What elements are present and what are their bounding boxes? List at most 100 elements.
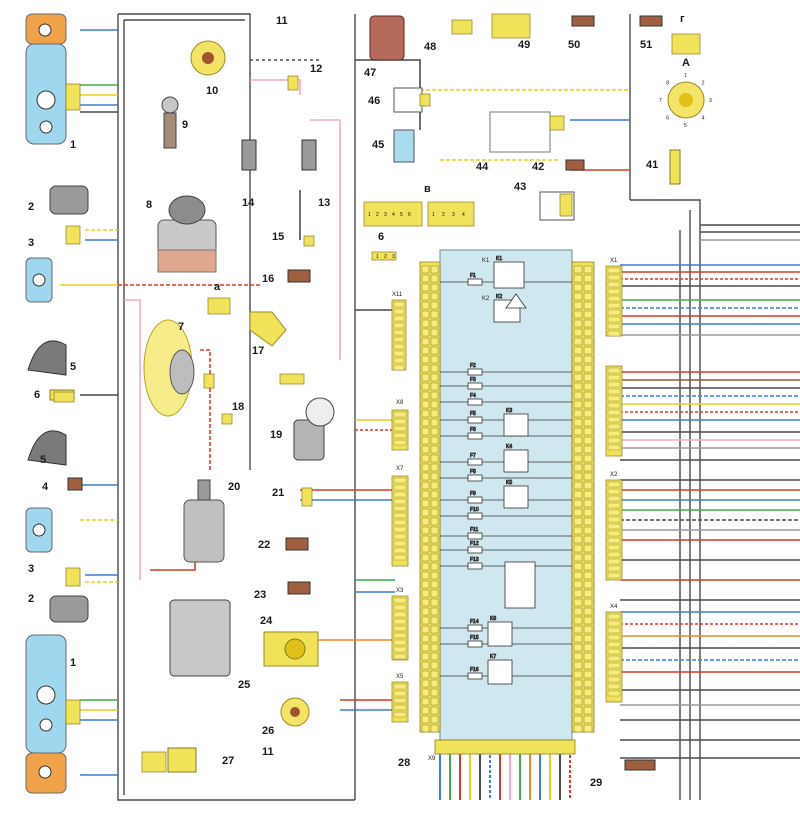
block-pin	[421, 697, 430, 706]
side-connector-pin	[393, 526, 407, 533]
block-pin	[430, 598, 439, 607]
ignition-switch-pin: 3	[709, 98, 712, 104]
side-connector-pin	[393, 704, 407, 711]
inset-v-right-pin: 1	[432, 212, 435, 218]
right-wire-bundle	[620, 224, 800, 759]
mounting-block-pin-grid	[421, 265, 593, 733]
fuse-label: F4	[470, 393, 476, 399]
block-pin	[421, 652, 430, 661]
block-pin	[421, 445, 430, 454]
block-pin	[583, 337, 593, 346]
fuse	[467, 672, 483, 680]
block-pin	[583, 283, 593, 292]
block-pin	[430, 418, 439, 427]
component-number-c7: 7	[178, 321, 184, 333]
switch-44	[489, 111, 551, 153]
fuse	[467, 474, 483, 482]
block-pin	[573, 364, 583, 373]
block-pin	[421, 472, 430, 481]
left-wires	[60, 29, 630, 776]
relay	[503, 485, 529, 509]
inset-v-right-pin: 4	[462, 212, 465, 218]
component-number-c11a: 11	[276, 15, 288, 27]
ignition-switch-pin: 7	[659, 98, 662, 104]
fuse	[467, 278, 483, 286]
heater-motor	[369, 15, 405, 61]
side-connector-pin	[607, 655, 621, 662]
block-pin	[421, 607, 430, 616]
block-pin	[583, 661, 593, 670]
block-pin	[421, 283, 430, 292]
block-pin	[583, 643, 593, 652]
block-pin	[583, 400, 593, 409]
fuse	[467, 562, 483, 570]
sensor-4	[67, 477, 83, 491]
side-connector-pin	[607, 316, 621, 323]
ignition-switch-pin: 1	[684, 73, 687, 79]
relay-label: K3	[506, 408, 512, 414]
inset-v-left-pin: 6	[408, 212, 411, 218]
block-pin	[583, 553, 593, 562]
component-number-c47: 47	[364, 67, 376, 79]
block-pin	[430, 715, 439, 724]
block-pin	[430, 706, 439, 715]
side-connector-pin	[607, 516, 621, 523]
block-pin	[573, 274, 583, 283]
small-connector	[65, 83, 81, 111]
block-pin	[421, 517, 430, 526]
block-pin	[430, 535, 439, 544]
block-pin	[421, 589, 430, 598]
block-pin	[430, 625, 439, 634]
side-connector-pin	[393, 653, 407, 660]
washer-pump-14	[241, 139, 257, 171]
block-pin	[583, 616, 593, 625]
block-pin	[583, 292, 593, 301]
block-pin	[573, 652, 583, 661]
component-number-c16: 16	[262, 273, 274, 285]
block-pin	[421, 553, 430, 562]
side-connector-pin	[607, 281, 621, 288]
block-pin	[583, 472, 593, 481]
block-pin	[421, 706, 430, 715]
ignition-switch-pin: 4	[702, 116, 705, 122]
side-connector-pin	[607, 530, 621, 537]
block-pin	[573, 463, 583, 472]
side-connector-pin	[393, 519, 407, 526]
relay-label: K5	[506, 480, 512, 486]
block-pin	[573, 517, 583, 526]
side-connector-pin	[607, 648, 621, 655]
block-pin	[573, 391, 583, 400]
connector-code-xk2: K2	[482, 296, 490, 302]
block-pin	[583, 535, 593, 544]
block-pin	[583, 679, 593, 688]
block-pin	[430, 265, 439, 274]
mounting-block: F1F2F3F4F5F6F7F8F9F10F11F12F13F14F15F16K…	[419, 249, 595, 741]
fuse-label: F9	[470, 491, 476, 497]
block-pin	[573, 445, 583, 454]
side-connector-pin	[607, 537, 621, 544]
block-pin	[583, 265, 593, 274]
block-pin	[421, 391, 430, 400]
ignition-switch-pin: 6	[666, 116, 669, 122]
block-pin	[573, 562, 583, 571]
block-pin	[430, 661, 439, 670]
relay	[503, 413, 529, 437]
block-pin	[430, 697, 439, 706]
block-pin	[583, 598, 593, 607]
block-pin	[573, 328, 583, 337]
central-relay	[504, 561, 536, 609]
side-connector-pin	[393, 343, 405, 350]
block-pin	[583, 589, 593, 598]
ignition-switch	[667, 81, 705, 119]
sensor-22	[285, 537, 309, 551]
block-pin	[583, 706, 593, 715]
block-pin	[430, 319, 439, 328]
side-connector-pin	[393, 491, 407, 498]
small-connector	[491, 13, 531, 39]
relay	[487, 659, 513, 685]
side-connector-pin	[607, 690, 621, 697]
oil-level-sensor	[161, 96, 179, 149]
